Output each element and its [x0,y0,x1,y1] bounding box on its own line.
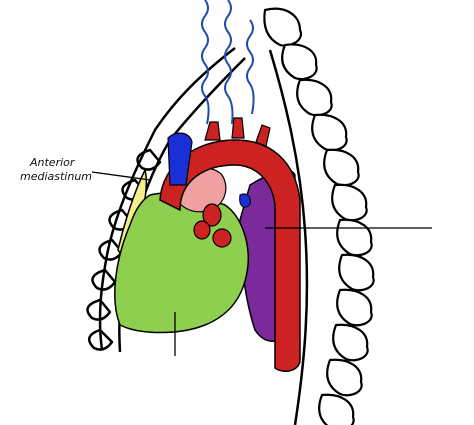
neck-vessels [201,0,255,125]
aortic-branches [204,117,271,147]
small-vessel [239,193,251,208]
vertebral-column [263,7,375,425]
heart-region [114,192,249,334]
anterior-mediastinum-label-line2: mediastinum [20,170,92,183]
aorta [159,139,301,372]
posterior-chest-wall [268,49,309,425]
heart-valves [193,203,232,248]
superior-vena-cava [167,132,193,186]
anterior-mediastinum-pointer [91,171,151,181]
anterior-mediastinum-label-line1: Anterior [29,156,76,169]
